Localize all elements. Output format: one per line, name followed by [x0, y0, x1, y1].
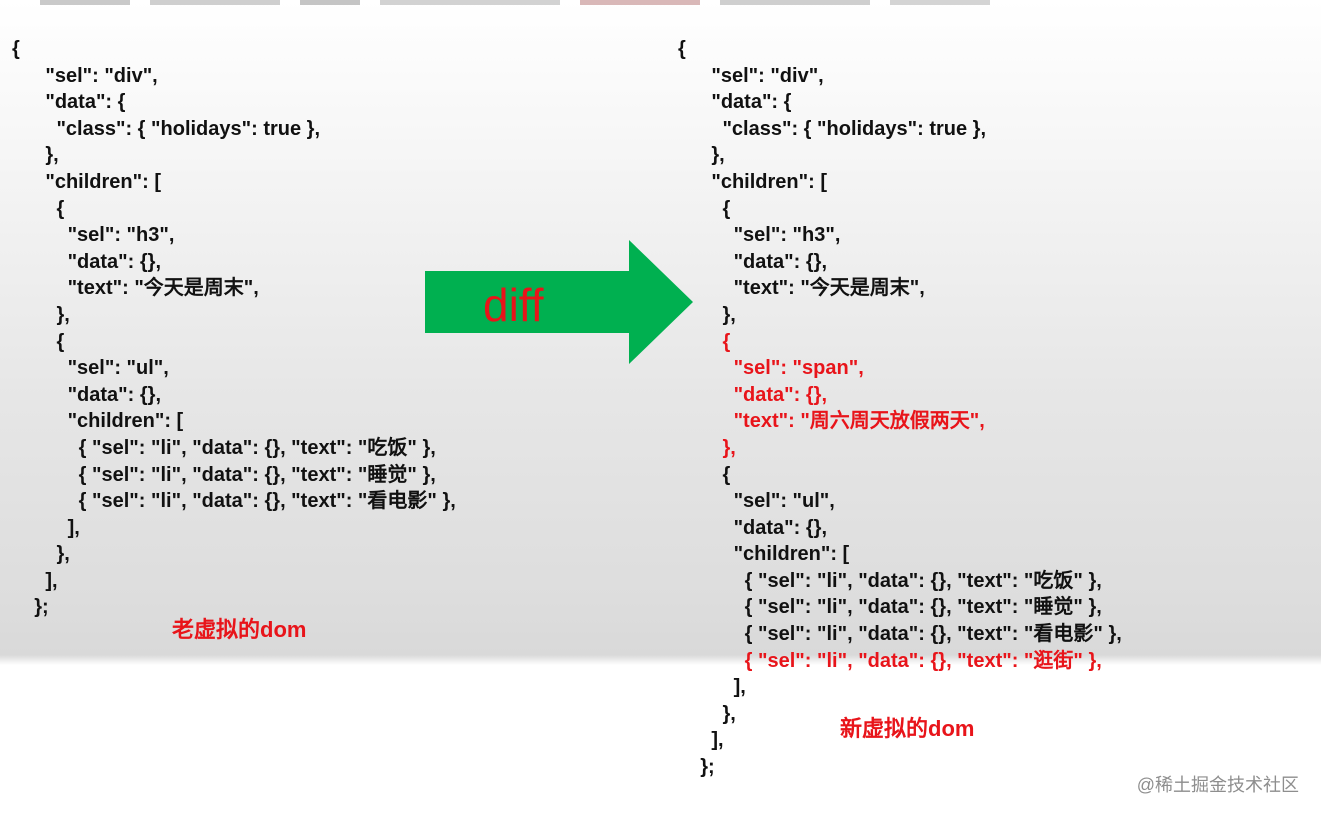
new-vdom-caption: 新虚拟的dom	[840, 716, 975, 741]
code-line: "text": "今天是周末",	[678, 277, 925, 300]
watermark: @稀土掘金技术社区	[1136, 775, 1299, 795]
code-line: { "sel": "li", "data": {}, "text": "睡觉" …	[12, 463, 436, 486]
code-line: "children": [	[678, 543, 850, 566]
code-line: { "sel": "li", "data": {}, "text": "逛街" …	[678, 649, 1102, 672]
code-line: "sel": "h3",	[678, 224, 841, 247]
cropped-header-fragment	[40, 0, 990, 5]
code-line: {	[678, 38, 686, 60]
code-line: "children": [	[12, 170, 161, 193]
code-line: { "sel": "li", "data": {}, "text": "看电影"…	[12, 490, 456, 513]
code-line: "children": [	[12, 410, 184, 433]
code-line: "data": {},	[12, 250, 161, 273]
code-line: },	[678, 702, 736, 725]
code-line: "class": { "holidays": true },	[678, 117, 987, 140]
code-line: "class": { "holidays": true },	[12, 117, 321, 140]
old-vdom-caption: 老虚拟的dom	[172, 617, 307, 642]
code-line: { "sel": "li", "data": {}, "text": "吃饭" …	[678, 569, 1102, 592]
code-line: "sel": "h3",	[12, 224, 175, 247]
code-line: },	[678, 436, 736, 459]
code-line: },	[12, 303, 70, 326]
code-line: },	[12, 144, 59, 167]
code-line: "sel": "div",	[12, 64, 158, 87]
code-line: {	[678, 197, 731, 220]
old-vdom-code: { "sel": "div", "data": { "class": { "ho…	[12, 36, 456, 621]
code-line: "data": {},	[12, 383, 161, 406]
code-line: ],	[678, 676, 746, 699]
code-line: "text": "周六周天放假两天",	[678, 410, 985, 433]
code-line: { "sel": "li", "data": {}, "text": "吃饭" …	[12, 436, 436, 459]
code-line: },	[678, 144, 725, 167]
code-line: "data": {},	[678, 383, 827, 406]
code-line: { "sel": "li", "data": {}, "text": "看电影"…	[678, 623, 1122, 646]
code-line: {	[12, 38, 20, 60]
code-line: "children": [	[678, 170, 827, 193]
diff-label: diff	[483, 279, 544, 331]
code-line: "data": {},	[678, 250, 827, 273]
code-line: },	[12, 543, 70, 566]
code-line: };	[678, 756, 715, 779]
code-line: "sel": "ul",	[12, 357, 169, 380]
code-line: "sel": "div",	[678, 64, 824, 87]
code-line: };	[12, 596, 49, 619]
code-line: },	[678, 303, 736, 326]
code-line: ],	[12, 516, 80, 539]
code-line: ],	[12, 569, 58, 592]
code-line: "text": "今天是周末",	[12, 277, 259, 300]
new-vdom-code: { "sel": "div", "data": { "class": { "ho…	[678, 36, 1122, 781]
code-line: ],	[678, 729, 724, 752]
code-line: {	[678, 330, 731, 353]
code-line: "data": {	[12, 91, 126, 114]
code-line: "sel": "span",	[678, 357, 864, 380]
code-line: "data": {},	[678, 516, 827, 539]
code-line: {	[678, 463, 731, 486]
code-line: {	[12, 197, 65, 220]
diff-arrow: diff	[425, 240, 693, 364]
code-line: { "sel": "li", "data": {}, "text": "睡觉" …	[678, 596, 1102, 619]
code-line: {	[12, 330, 65, 353]
code-line: "data": {	[678, 91, 792, 114]
code-line: "sel": "ul",	[678, 490, 835, 513]
arrow-right-icon	[425, 240, 693, 364]
